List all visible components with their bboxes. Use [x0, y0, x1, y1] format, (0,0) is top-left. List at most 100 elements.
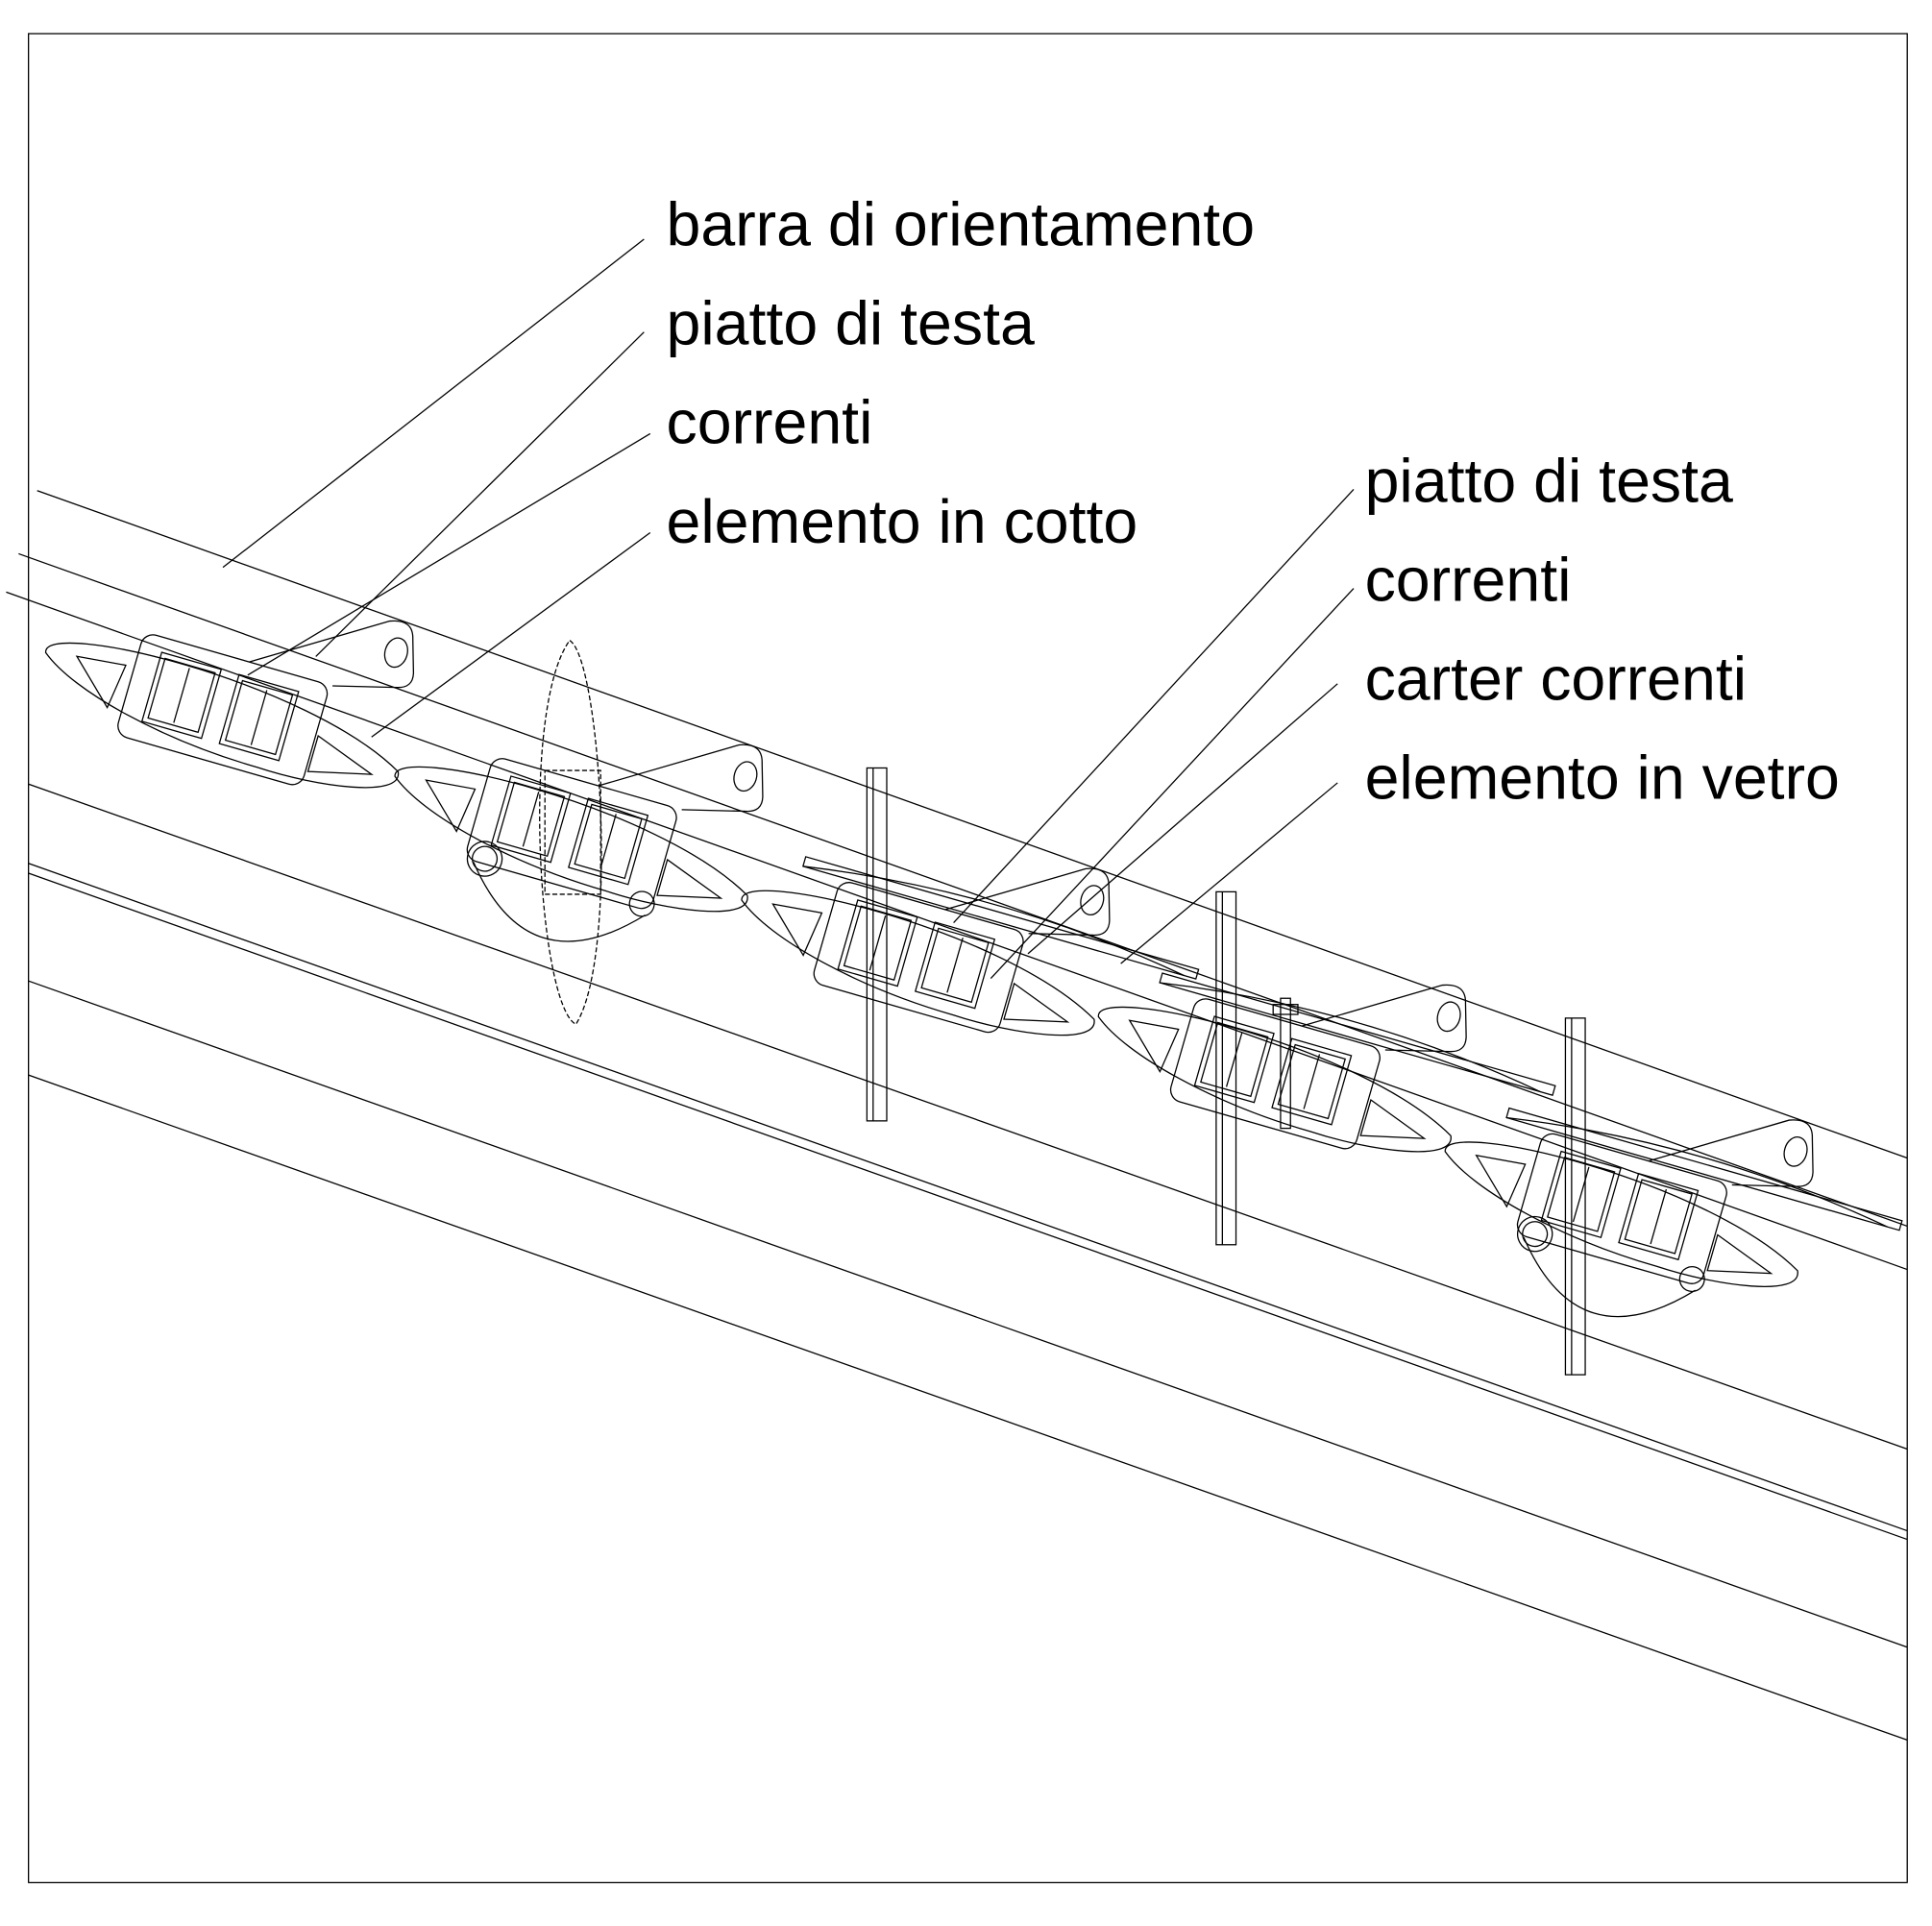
lens-cutout — [1475, 1154, 1527, 1208]
label-piatto-di-testa: piatto di testa — [667, 289, 1035, 358]
profile-web — [250, 690, 268, 745]
lens-cutout — [1359, 1098, 1427, 1139]
rail-line — [28, 863, 1908, 1532]
glass-element — [1160, 982, 1541, 1093]
profile — [1618, 1172, 1700, 1261]
rail-line — [18, 552, 1908, 1228]
rail-line — [28, 872, 1908, 1541]
lens-cutout — [1128, 1019, 1180, 1073]
rail-line — [6, 591, 1908, 1271]
leader-barra-di-orientamento — [222, 238, 645, 569]
profile — [218, 673, 300, 762]
head-plate — [117, 634, 329, 786]
arm-eye — [1783, 1135, 1808, 1167]
profile — [914, 921, 996, 1010]
label-barra-di-orientamento: barra di orientamento — [667, 189, 1256, 258]
orientation-arm — [1648, 1119, 1814, 1187]
profile-web — [1572, 1166, 1590, 1223]
rotation-arc — [1523, 1236, 1696, 1318]
profile-web — [522, 792, 540, 847]
profile-inner — [496, 781, 566, 858]
carter-strip — [802, 856, 1200, 980]
vertical-bar — [866, 767, 888, 1122]
rail-line — [37, 490, 1908, 1159]
profile-inner — [1547, 1157, 1616, 1232]
arm-eye — [383, 637, 408, 669]
profile-inner — [1200, 1021, 1269, 1098]
pivot-circle — [628, 890, 655, 917]
rotated-lens — [539, 639, 602, 1026]
leader-carter-correnti — [1027, 683, 1338, 955]
leader-correnti-right — [990, 588, 1355, 980]
profile-inner — [1277, 1043, 1347, 1120]
carter-strip — [1159, 972, 1556, 1097]
rail-line — [28, 1074, 1908, 1742]
drawing-frame — [28, 33, 1908, 1884]
leader-elemento-in-vetro — [1120, 782, 1338, 964]
vertical-bar — [1215, 890, 1237, 1246]
leader-lines — [222, 238, 1355, 980]
label-piatto-di-testa-right: piatto di testa — [1365, 446, 1733, 515]
leader-piatto-di-testa — [315, 331, 645, 657]
louver-unit — [44, 620, 415, 789]
profile-web — [599, 814, 617, 869]
lens-cutout — [771, 903, 823, 957]
lens-cutout — [75, 655, 127, 709]
label-correnti-right: correnti — [1365, 545, 1572, 614]
orientation-arm — [249, 620, 415, 689]
head-plate — [813, 882, 1024, 1034]
leader-piatto-di-testa-right — [953, 488, 1355, 924]
profile-inner — [147, 657, 216, 734]
profile — [1193, 1015, 1275, 1104]
profile — [568, 797, 649, 886]
lens-cutout — [656, 858, 723, 899]
pivot-circle — [471, 845, 499, 872]
profile-inner — [574, 803, 643, 880]
lens-cutout — [425, 779, 477, 833]
label-elemento-in-cotto: elemento in cotto — [667, 487, 1138, 556]
pivot-circle — [466, 841, 503, 877]
profile-web — [1303, 1054, 1321, 1109]
profile — [837, 899, 918, 987]
arm-eye — [1080, 885, 1105, 916]
arm-eye — [1436, 1001, 1461, 1033]
pivot-circle — [1516, 1215, 1553, 1253]
rotation-arc — [473, 862, 646, 942]
orientation-arm — [598, 744, 764, 813]
rail-line — [28, 783, 1908, 1451]
rail-line — [28, 980, 1908, 1648]
structure-lines — [6, 490, 1908, 1742]
pivot-circle — [1522, 1221, 1549, 1248]
lens-cutout — [1003, 982, 1070, 1023]
louver-unit — [741, 767, 1200, 1122]
profile-inner — [920, 927, 990, 1004]
label-elemento-in-vetro: elemento in vetro — [1365, 744, 1840, 813]
lens-cutout — [1706, 1233, 1773, 1275]
label-correnti: correnti — [667, 388, 873, 457]
lens-element — [1444, 1141, 1798, 1287]
louver-unit — [1097, 890, 1556, 1246]
louver-unit — [1444, 1017, 1903, 1376]
lens-cutout — [306, 734, 374, 775]
labels-left: barra di orientamento piatto di testa co… — [667, 189, 1256, 555]
profile-web — [173, 668, 190, 723]
orientation-arm — [944, 867, 1111, 937]
glass-element — [802, 865, 1185, 977]
head-plate — [466, 758, 677, 910]
profile-web — [1650, 1188, 1668, 1245]
profile-web — [946, 938, 964, 993]
labels-right: piatto di testa correnti carter correnti… — [1365, 446, 1840, 812]
lens-element — [741, 890, 1095, 1036]
profile — [140, 651, 223, 740]
profile-inner — [1624, 1179, 1693, 1255]
bolt-nut — [1272, 1004, 1299, 1015]
vertical-bar — [1564, 1017, 1586, 1376]
leader-correnti — [247, 432, 651, 676]
glass-element — [1505, 1116, 1888, 1228]
leader-elemento-in-cotto — [371, 532, 651, 738]
label-carter-correnti: carter correnti — [1365, 645, 1747, 714]
carter-strip — [1505, 1107, 1903, 1231]
louver-units — [44, 620, 1903, 1376]
